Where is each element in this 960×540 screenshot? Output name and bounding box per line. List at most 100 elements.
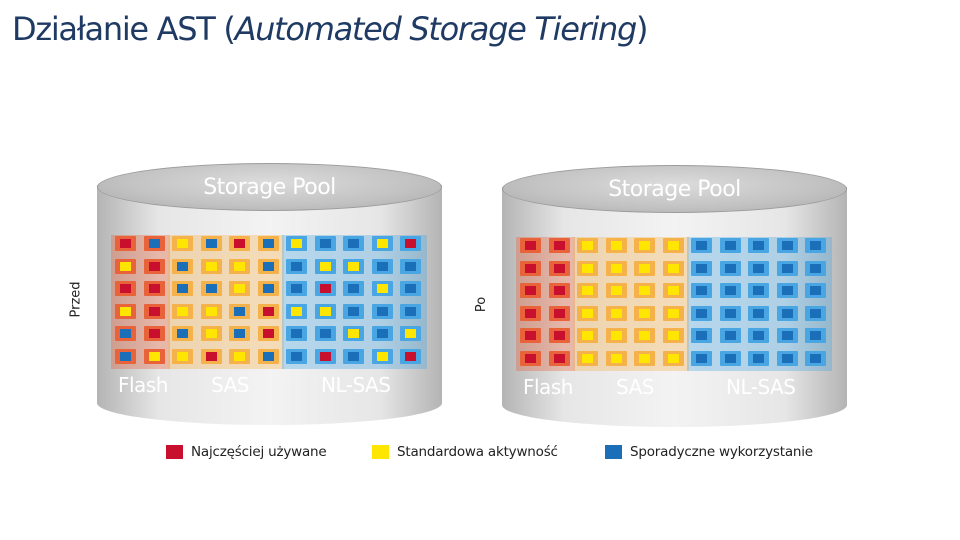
storage-block: [143, 348, 165, 364]
storage-block: [314, 258, 336, 274]
storage-block: [143, 258, 165, 274]
tier-label-sas: SAS: [211, 373, 249, 397]
block-cold: [262, 351, 274, 361]
block-standard: [376, 351, 388, 361]
page-title-italic: Automated Storage Tiering: [234, 10, 638, 48]
tier-label-nlsas: NL-SAS: [321, 373, 391, 397]
block-hot: [262, 329, 274, 338]
after-label: Po: [474, 296, 490, 313]
block-cold: [291, 284, 302, 293]
cylinder-top: [502, 165, 847, 213]
storage-block: [548, 305, 570, 321]
block-cold: [376, 306, 388, 316]
block-cold: [781, 331, 793, 340]
storage-block: [343, 326, 364, 341]
storage-block: [229, 236, 250, 251]
block-cold: [724, 286, 736, 295]
block-cold: [696, 286, 707, 295]
before-label: Przed: [68, 281, 84, 318]
storage-block: [548, 238, 570, 253]
storage-block: [577, 260, 598, 276]
storage-block: [286, 236, 307, 251]
pool-title: Storage Pool: [203, 175, 336, 200]
block-cold: [405, 306, 416, 316]
block-cold: [753, 331, 764, 340]
storage-block: [662, 260, 684, 276]
block-cold: [781, 263, 793, 273]
storage-block: [776, 305, 798, 321]
block-cold: [724, 353, 736, 363]
storage-block: [805, 238, 826, 253]
block-standard: [205, 261, 217, 271]
storage-block: [143, 303, 165, 319]
block-cold: [177, 284, 188, 293]
block-cold: [120, 351, 131, 361]
block-grid-after: [516, 237, 832, 371]
block-cold: [696, 353, 707, 363]
storage-block: [286, 348, 307, 364]
storage-block: [200, 236, 222, 251]
block-standard: [639, 353, 650, 363]
storage-block: [371, 258, 393, 274]
legend-label: Standardowa aktywność: [397, 444, 558, 460]
storage-block: [143, 326, 165, 341]
block-cold: [262, 261, 274, 271]
storage-block: [691, 350, 712, 366]
legend-item-cold: Sporadyczne wykorzystanie: [605, 444, 813, 460]
sas-zone: [573, 237, 689, 371]
block-hot: [553, 241, 565, 250]
block-standard: [610, 331, 622, 340]
storage-block: [691, 328, 712, 343]
block-cold: [753, 286, 764, 295]
block-cold: [348, 306, 359, 316]
block-standard: [667, 308, 679, 318]
block-cold: [724, 331, 736, 340]
storage-block: [115, 348, 136, 364]
tier-label-flash: Flash: [523, 375, 573, 399]
storage-block: [257, 326, 279, 341]
legend-item-standard: Standardowa aktywność: [372, 444, 558, 460]
block-cold: [205, 239, 217, 248]
block-cold: [753, 263, 764, 273]
storage-block: [520, 260, 541, 276]
storage-block: [577, 305, 598, 321]
block-standard: [376, 284, 388, 293]
storage-block: [400, 348, 421, 364]
storage-block: [748, 328, 769, 343]
block-hot: [205, 351, 217, 361]
block-standard: [319, 261, 331, 271]
block-cold: [724, 308, 736, 318]
storage-block: [662, 350, 684, 366]
storage-block: [577, 238, 598, 253]
storage-block: [805, 283, 826, 298]
storage-block: [605, 260, 627, 276]
storage-block: [371, 326, 393, 341]
storage-block: [343, 258, 364, 274]
cylinder-top: [97, 163, 442, 211]
storage-block: [719, 260, 741, 276]
block-cold: [234, 329, 245, 338]
storage-block: [229, 303, 250, 319]
storage-block: [634, 238, 655, 253]
storage-block: [662, 238, 684, 253]
sas-zone: [168, 235, 284, 369]
block-standard: [582, 241, 593, 250]
block-hot: [120, 239, 131, 248]
block-cold: [177, 329, 188, 338]
block-cold: [810, 308, 821, 318]
legend-item-hot: Najczęściej używane: [166, 444, 327, 460]
block-standard: [639, 263, 650, 273]
storage-block: [776, 350, 798, 366]
storage-block: [400, 303, 421, 319]
block-standard: [348, 261, 359, 271]
storage-block: [520, 238, 541, 253]
block-hot: [405, 239, 416, 248]
storage-block: [805, 305, 826, 321]
storage-block: [400, 326, 421, 341]
storage-block: [286, 258, 307, 274]
storage-block: [520, 328, 541, 343]
storage-block: [748, 283, 769, 298]
legend-swatch-standard: [372, 445, 389, 459]
storage-block: [776, 283, 798, 298]
storage-block: [548, 328, 570, 343]
